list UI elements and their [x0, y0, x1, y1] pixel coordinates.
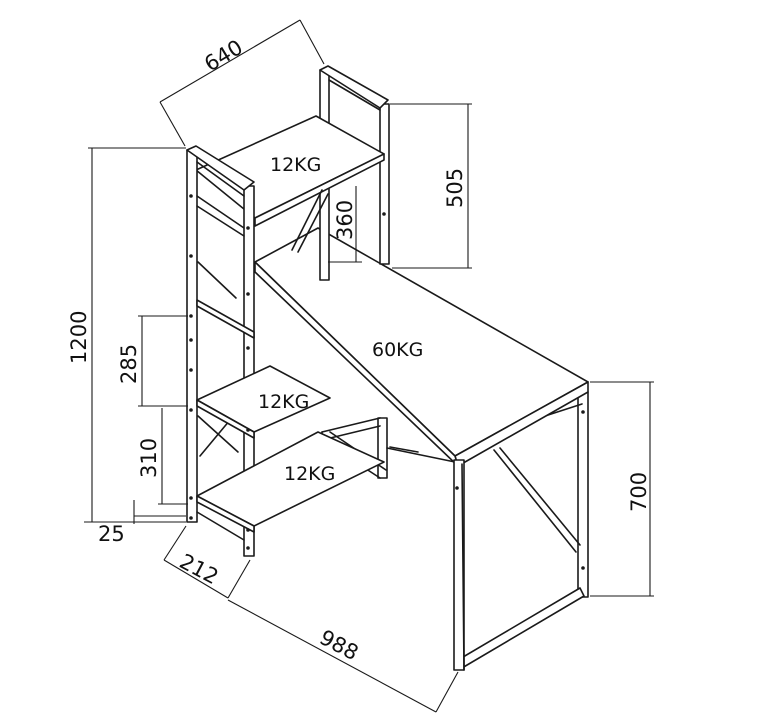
dim-line-length [227, 599, 437, 713]
load-bottom-shelf: 12KG [284, 463, 335, 485]
load-middle-shelf: 12KG [258, 391, 309, 413]
load-desktop: 60KG [372, 339, 423, 361]
dimension-lines [84, 19, 654, 713]
shelf-front-left-post [186, 149, 198, 523]
shelf-top-rail [186, 145, 255, 191]
dim-height-upper: 505 [443, 168, 467, 208]
tower-back-right-post [379, 103, 390, 265]
load-labels: 12KG 60KG 12KG 12KG [258, 154, 423, 485]
dim-line-depth [163, 559, 229, 599]
bolt-dots [189, 194, 585, 570]
dimension-labels: 640 1200 505 360 285 310 25 212 988 700 [67, 35, 651, 665]
desk-back-rail [386, 447, 456, 463]
desk-side-bottom-rail [457, 587, 585, 669]
shelf-unit [186, 65, 585, 570]
dim-foot-height: 25 [98, 522, 125, 546]
dim-width-top: 640 [200, 35, 247, 76]
dim-desk-height: 700 [627, 472, 651, 512]
load-top-shelf: 12KG [270, 154, 321, 176]
dim-height-total: 1200 [67, 311, 91, 364]
dim-shelf-depth: 212 [176, 549, 223, 589]
dim-gap-low: 310 [137, 438, 161, 478]
desk-front-leg [453, 459, 465, 671]
desk-body [254, 227, 589, 671]
desk-side-brace [493, 449, 577, 553]
dim-line-width-top [159, 19, 301, 103]
dim-gap-mid: 285 [117, 344, 141, 384]
dim-gap-upper: 360 [333, 200, 357, 240]
